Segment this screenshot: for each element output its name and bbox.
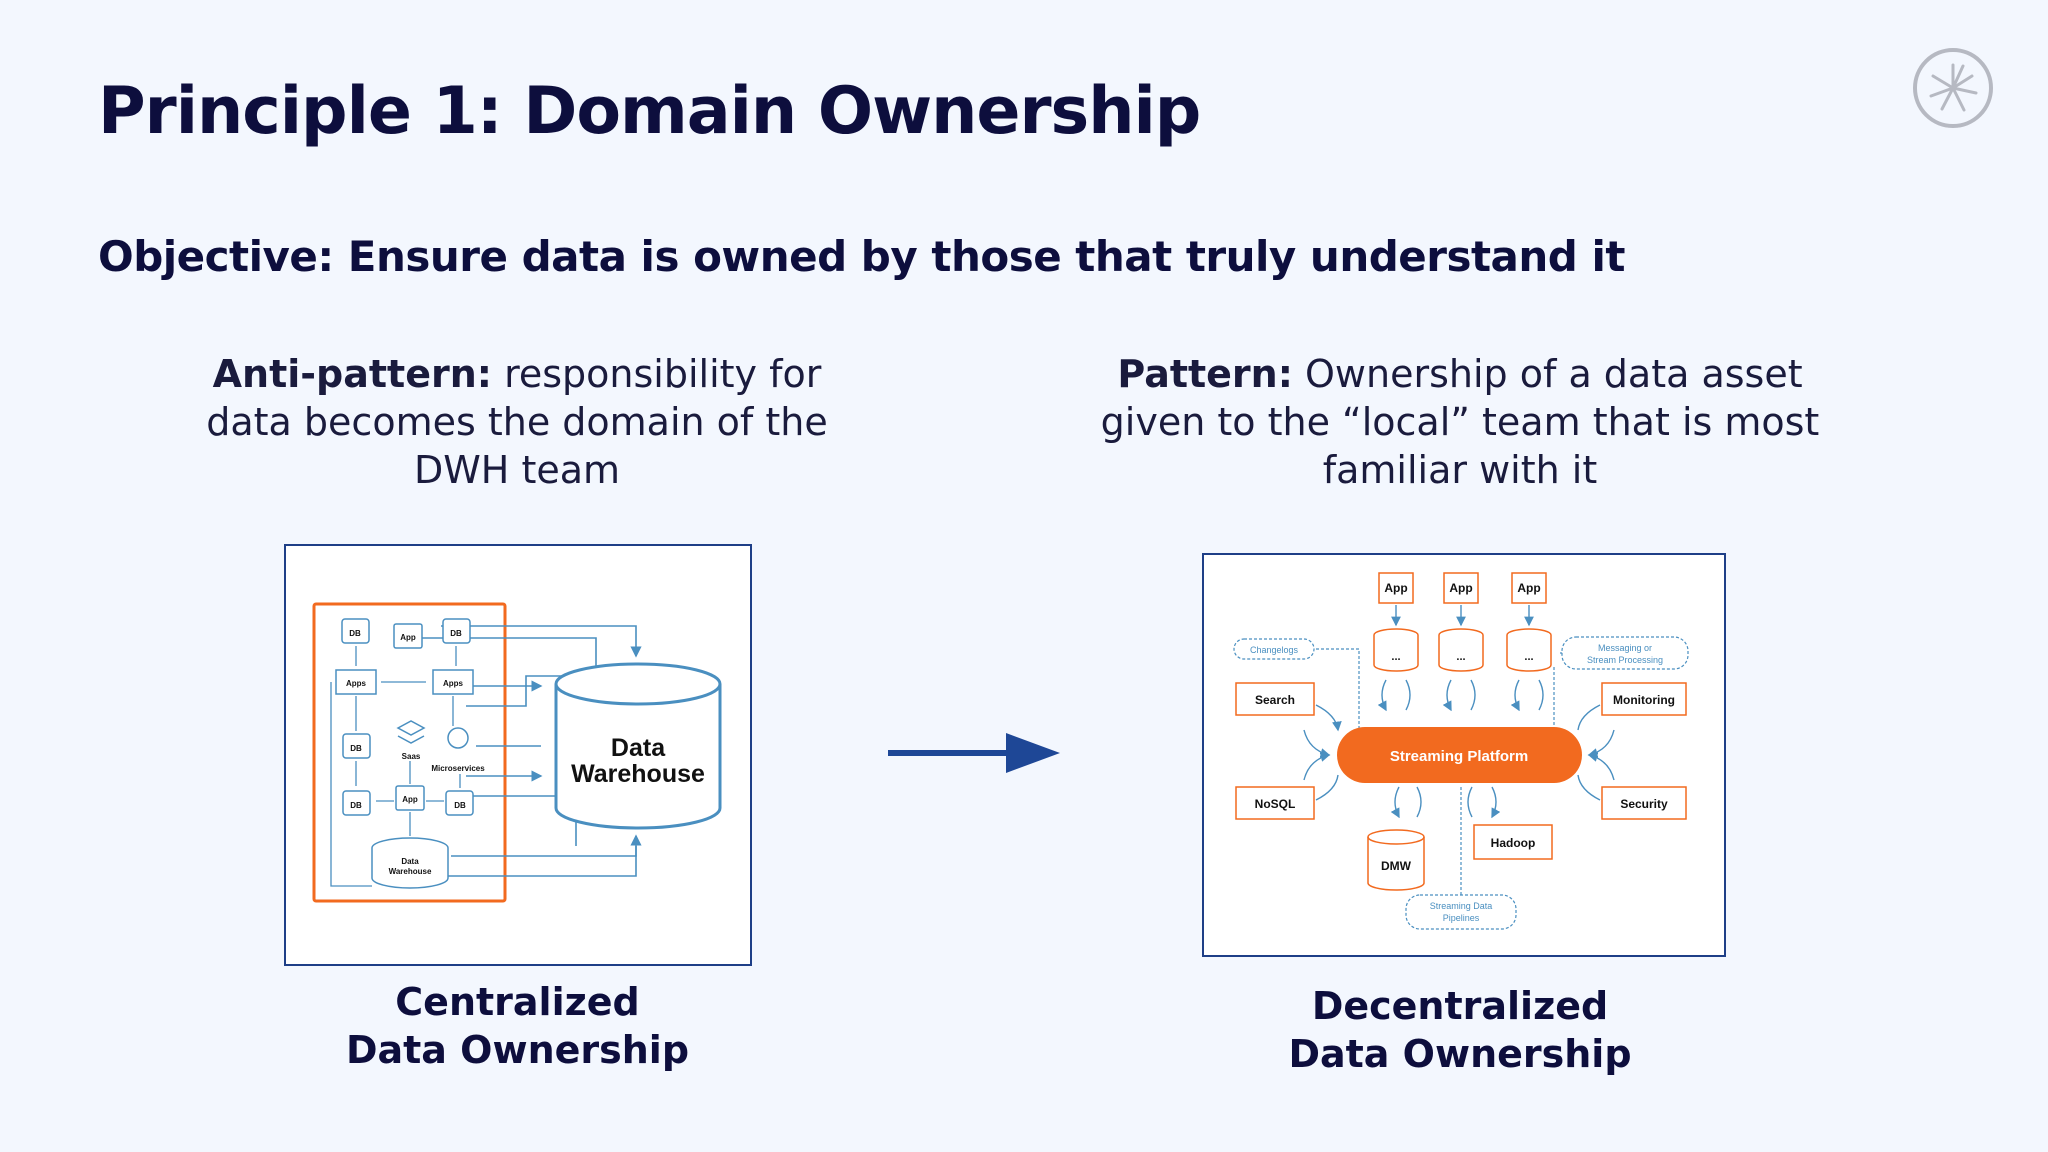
- centralized-subtitle-line1: Centralized: [395, 980, 640, 1024]
- local-store-2: ...: [1438, 628, 1484, 672]
- microservices-node: Microservices: [431, 727, 485, 773]
- decentralized-subtitle: Decentralized Data Ownership: [1200, 982, 1720, 1078]
- apps-node: Apps: [335, 669, 377, 695]
- changelogs-label: Changelogs: [1233, 638, 1315, 660]
- apps-node: Apps: [432, 669, 474, 695]
- search-node: Search: [1235, 682, 1315, 716]
- svg-text:Stream Processing: Stream Processing: [1587, 655, 1663, 665]
- saas-node: Saas: [396, 720, 426, 761]
- svg-text:Streaming Platform: Streaming Platform: [1390, 748, 1528, 765]
- svg-text:Microservices: Microservices: [431, 764, 485, 773]
- decentralized-subtitle-line1: Decentralized: [1311, 984, 1609, 1028]
- local-store-3: ...: [1506, 628, 1552, 672]
- local-store-1: ...: [1373, 628, 1419, 672]
- svg-text:Streaming Data: Streaming Data: [1430, 901, 1493, 911]
- svg-text:App: App: [1517, 581, 1540, 595]
- svg-text:Changelogs: Changelogs: [1250, 645, 1299, 655]
- objective-heading: Objective: Ensure data is owned by those…: [98, 232, 1625, 281]
- svg-text:...: ...: [1524, 651, 1533, 663]
- decentralized-subtitle-line2: Data Ownership: [1288, 1032, 1632, 1076]
- decentralized-diagram: App App App ... ... ... Changelogs Messa…: [1202, 553, 1726, 957]
- db-node: DB: [342, 790, 371, 816]
- app-node: App: [393, 623, 423, 649]
- small-data-warehouse-node: Data Warehouse: [371, 837, 449, 889]
- svg-text:App: App: [400, 633, 416, 642]
- svg-text:DB: DB: [349, 629, 361, 638]
- centralized-subtitle: Centralized Data Ownership: [285, 978, 750, 1074]
- dmw-node: DMW: [1367, 829, 1425, 891]
- svg-text:Monitoring: Monitoring: [1613, 693, 1675, 707]
- app-node: App: [395, 785, 425, 811]
- confluent-logo-icon: [1913, 48, 1993, 128]
- svg-text:Data: Data: [611, 734, 666, 762]
- db-node: DB: [442, 618, 471, 644]
- svg-text:DB: DB: [454, 801, 466, 810]
- svg-text:DB: DB: [350, 801, 362, 810]
- db-node: DB: [342, 733, 371, 759]
- svg-text:...: ...: [1391, 651, 1400, 663]
- monitoring-node: Monitoring: [1601, 682, 1687, 716]
- svg-text:NoSQL: NoSQL: [1255, 797, 1296, 811]
- db-node: DB: [341, 618, 370, 644]
- svg-text:App: App: [1449, 581, 1472, 595]
- svg-text:Search: Search: [1255, 693, 1295, 707]
- svg-text:DMW: DMW: [1381, 859, 1412, 873]
- page-title: Principle 1: Domain Ownership: [98, 74, 1201, 149]
- svg-text:...: ...: [1456, 651, 1465, 663]
- svg-text:App: App: [1384, 581, 1407, 595]
- centralized-subtitle-line2: Data Ownership: [345, 1028, 690, 1072]
- pattern-label: Pattern:: [1117, 352, 1293, 396]
- svg-text:Hadoop: Hadoop: [1491, 836, 1536, 850]
- app-node-2: App: [1443, 572, 1479, 604]
- right-arrow-icon: [888, 733, 1060, 773]
- data-warehouse-node: Data Warehouse: [554, 662, 722, 830]
- svg-text:DB: DB: [350, 744, 362, 753]
- streaming-pipelines-label: Streaming Data Pipelines: [1405, 894, 1517, 930]
- svg-text:App: App: [402, 795, 418, 804]
- svg-text:Warehouse: Warehouse: [389, 867, 432, 876]
- centralized-diagram: DB App DB Apps Apps DB Saas Microservice…: [284, 544, 752, 966]
- svg-text:Messaging or: Messaging or: [1598, 643, 1652, 653]
- pattern-text: Ownership of a data asset given to the “…: [1100, 352, 1820, 492]
- nosql-node: NoSQL: [1235, 786, 1315, 820]
- anti-pattern-label: Anti-pattern:: [212, 352, 492, 396]
- svg-text:Apps: Apps: [346, 679, 367, 688]
- svg-text:Apps: Apps: [443, 679, 464, 688]
- app-node-1: App: [1378, 572, 1414, 604]
- anti-pattern-caption: Anti-pattern: responsibility for data be…: [170, 350, 864, 494]
- domain-sources-frame: [312, 602, 507, 903]
- svg-text:Pipelines: Pipelines: [1443, 913, 1480, 923]
- streaming-platform-node: Streaming Platform: [1337, 727, 1582, 783]
- svg-text:Security: Security: [1620, 797, 1668, 811]
- pattern-caption: Pattern: Ownership of a data asset given…: [1070, 350, 1850, 494]
- svg-text:Warehouse: Warehouse: [571, 760, 705, 788]
- svg-text:DB: DB: [450, 629, 462, 638]
- security-node: Security: [1601, 786, 1687, 820]
- svg-text:Data: Data: [401, 857, 419, 866]
- hadoop-node: Hadoop: [1473, 824, 1553, 860]
- db-node: DB: [445, 790, 474, 816]
- svg-text:Saas: Saas: [402, 752, 421, 761]
- messaging-label: Messaging or Stream Processing: [1561, 636, 1689, 670]
- app-node-3: App: [1511, 572, 1547, 604]
- anti-pattern-text: responsibility for data becomes the doma…: [206, 352, 828, 492]
